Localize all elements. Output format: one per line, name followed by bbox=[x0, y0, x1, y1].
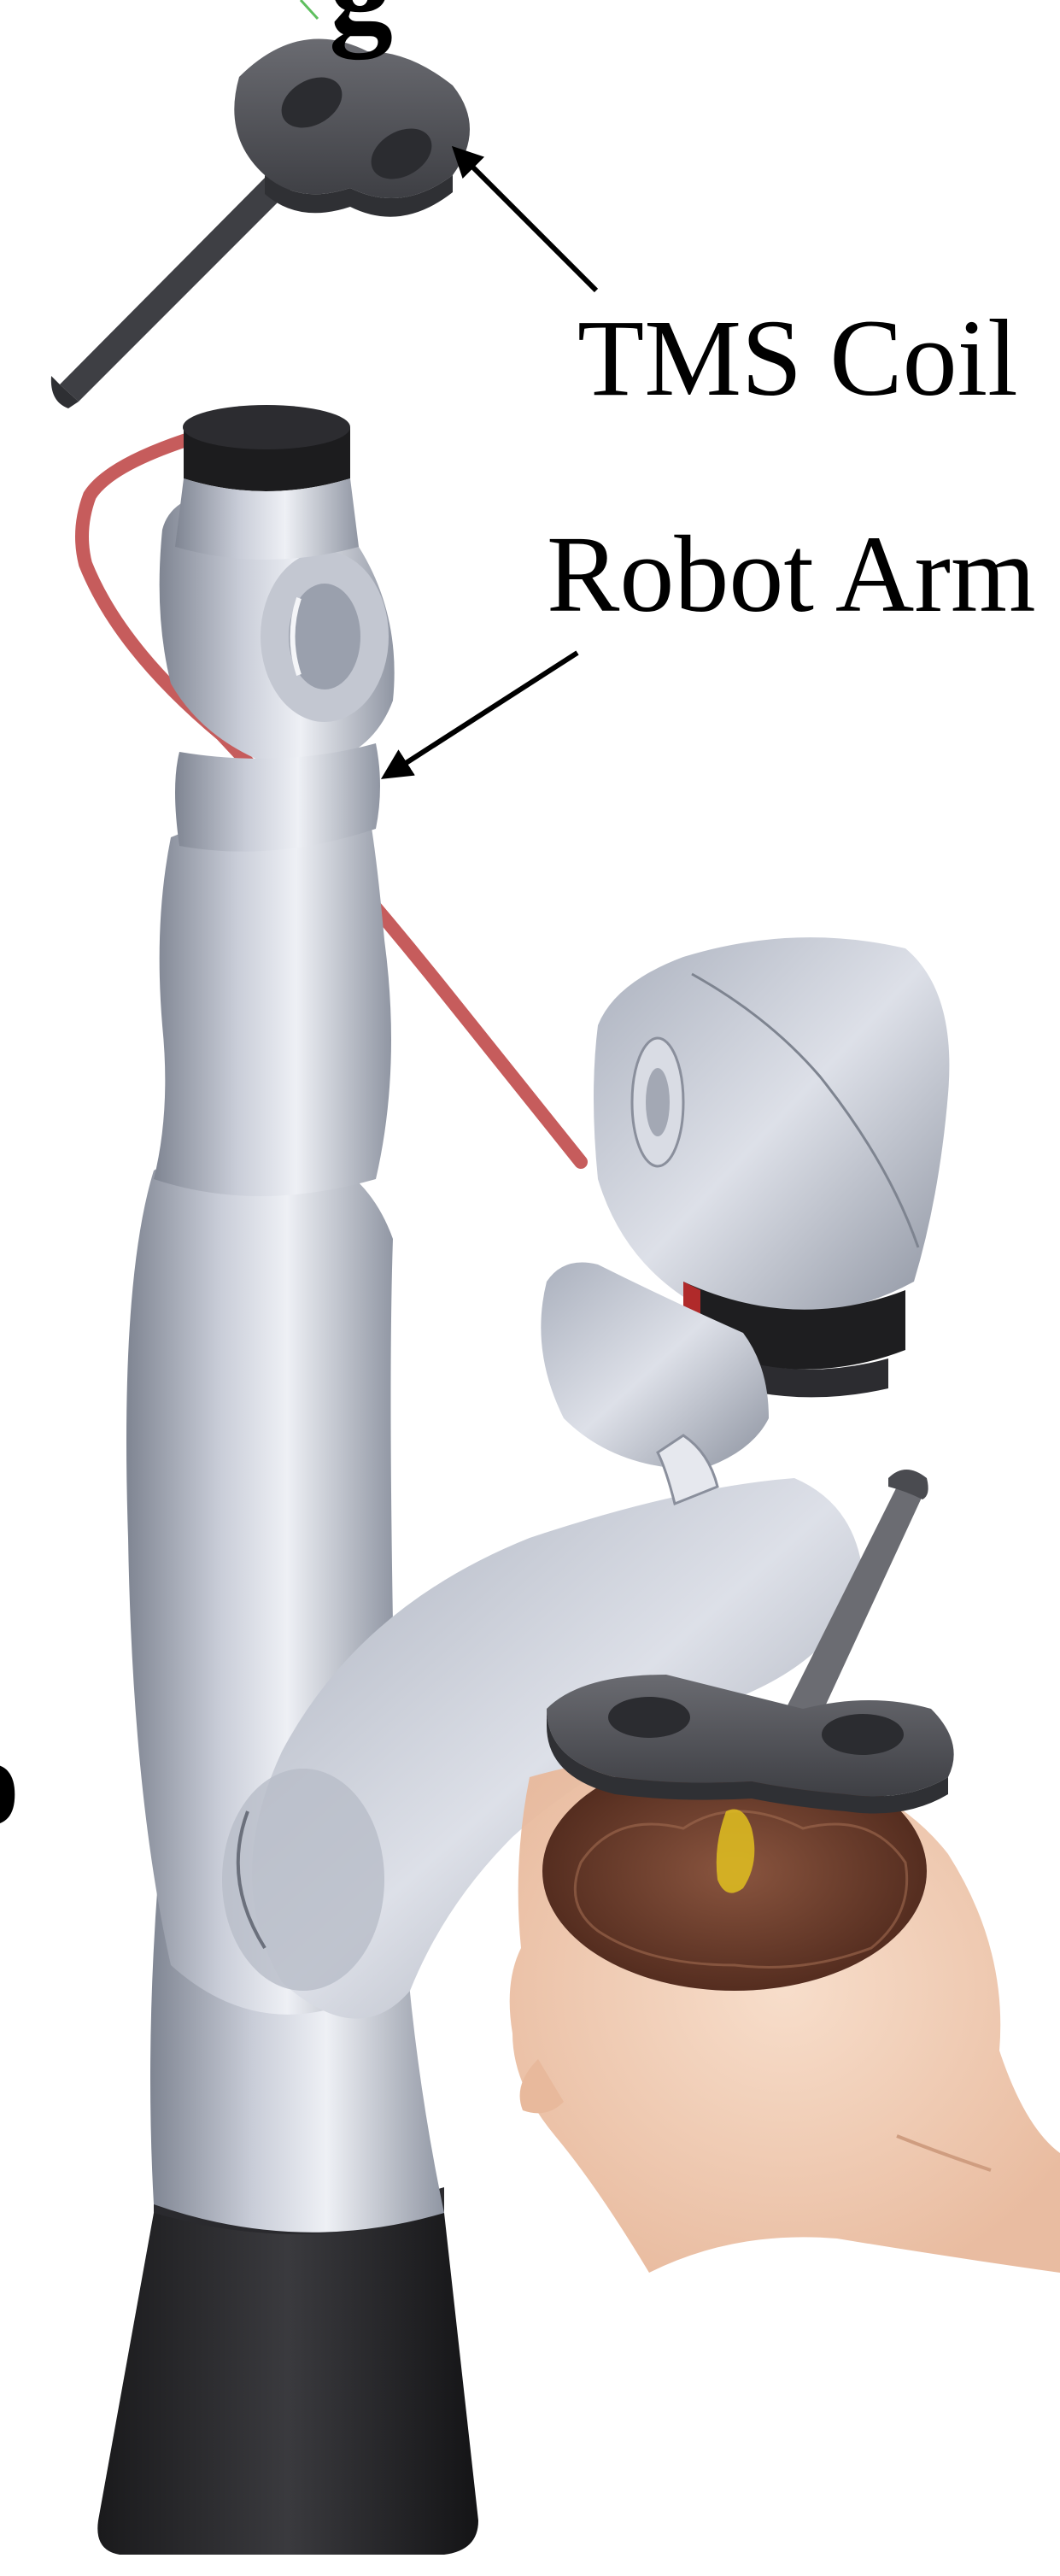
cropped-heading-fragment: g bbox=[329, 0, 393, 53]
cropped-side-fragment: o bbox=[0, 1717, 20, 1845]
arrow-icon bbox=[456, 150, 596, 290]
robot-arm-label: Robot Arm bbox=[547, 519, 1036, 629]
arrow-icon bbox=[386, 653, 577, 776]
axis-line bbox=[301, 0, 318, 19]
tms-coil-label: TMS Coil bbox=[577, 303, 1018, 413]
tms-coil-top bbox=[51, 38, 470, 408]
head-model bbox=[510, 1752, 1060, 2273]
